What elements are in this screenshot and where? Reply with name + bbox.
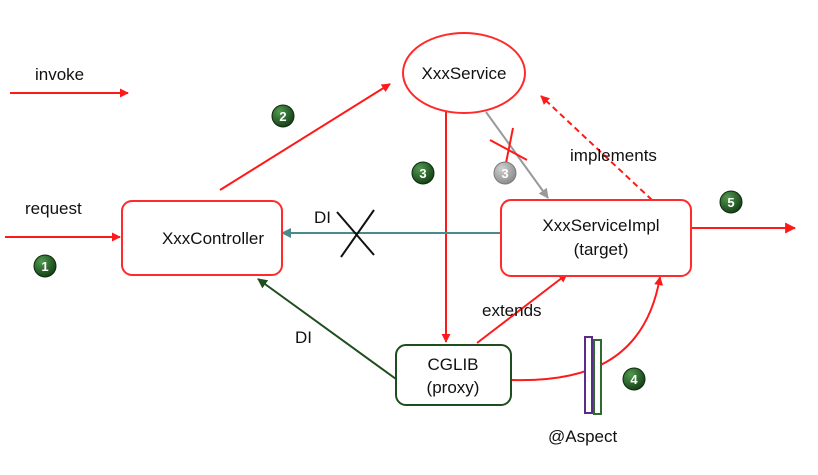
edges bbox=[5, 83, 797, 382]
svg-text:4: 4 bbox=[630, 372, 638, 387]
proxy-name-label: CGLIB bbox=[427, 355, 478, 374]
di-bottom-label: DI bbox=[295, 328, 312, 347]
svg-text:3: 3 bbox=[419, 166, 426, 181]
legend: invoke bbox=[10, 65, 129, 98]
step-badge-4: 4 bbox=[622, 367, 646, 391]
node-xxx-controller: XxxController bbox=[121, 200, 283, 276]
implements-arrow bbox=[540, 95, 653, 201]
implements-label: implements bbox=[570, 146, 657, 165]
service-label: XxxService bbox=[421, 64, 506, 83]
cross-disabled-call bbox=[489, 127, 528, 169]
node-xxx-service-impl: XxxServiceImpl (target) bbox=[500, 199, 692, 277]
controller-label: XxxController bbox=[162, 229, 264, 248]
svg-text:5: 5 bbox=[727, 195, 734, 210]
node-cglib-proxy: CGLIB (proxy) bbox=[395, 344, 512, 406]
impl-name-label: XxxServiceImpl bbox=[542, 216, 659, 235]
svg-text:2: 2 bbox=[279, 109, 286, 124]
step-badge-2: 2 bbox=[271, 104, 295, 128]
aspect-label: @Aspect bbox=[548, 427, 618, 446]
legend-label: invoke bbox=[35, 65, 84, 84]
extends-arrow bbox=[476, 273, 568, 344]
svg-text:1: 1 bbox=[41, 259, 48, 274]
controller-to-service-arrow bbox=[219, 83, 391, 191]
proxy-to-impl-curve bbox=[511, 276, 664, 382]
node-xxx-service: XxxService bbox=[402, 32, 526, 114]
aspect-bars bbox=[584, 336, 602, 415]
di-proxy-to-controller-arrow bbox=[257, 278, 397, 380]
step-badge-3-disabled: 3 bbox=[493, 161, 517, 185]
step-badge-1: 1 bbox=[33, 254, 57, 278]
aspect-bar-green bbox=[593, 339, 602, 415]
impl-role-label: (target) bbox=[574, 240, 629, 259]
svg-text:3: 3 bbox=[501, 166, 508, 181]
di-top-label: DI bbox=[314, 208, 331, 227]
extends-label: extends bbox=[482, 301, 542, 320]
proxy-role-label: (proxy) bbox=[427, 378, 480, 397]
cross-di bbox=[336, 209, 375, 258]
step-badge-3: 3 bbox=[411, 161, 435, 185]
aspect-bar-purple bbox=[584, 336, 593, 414]
request-label: request bbox=[25, 199, 82, 218]
step-badge-5: 5 bbox=[719, 190, 743, 214]
